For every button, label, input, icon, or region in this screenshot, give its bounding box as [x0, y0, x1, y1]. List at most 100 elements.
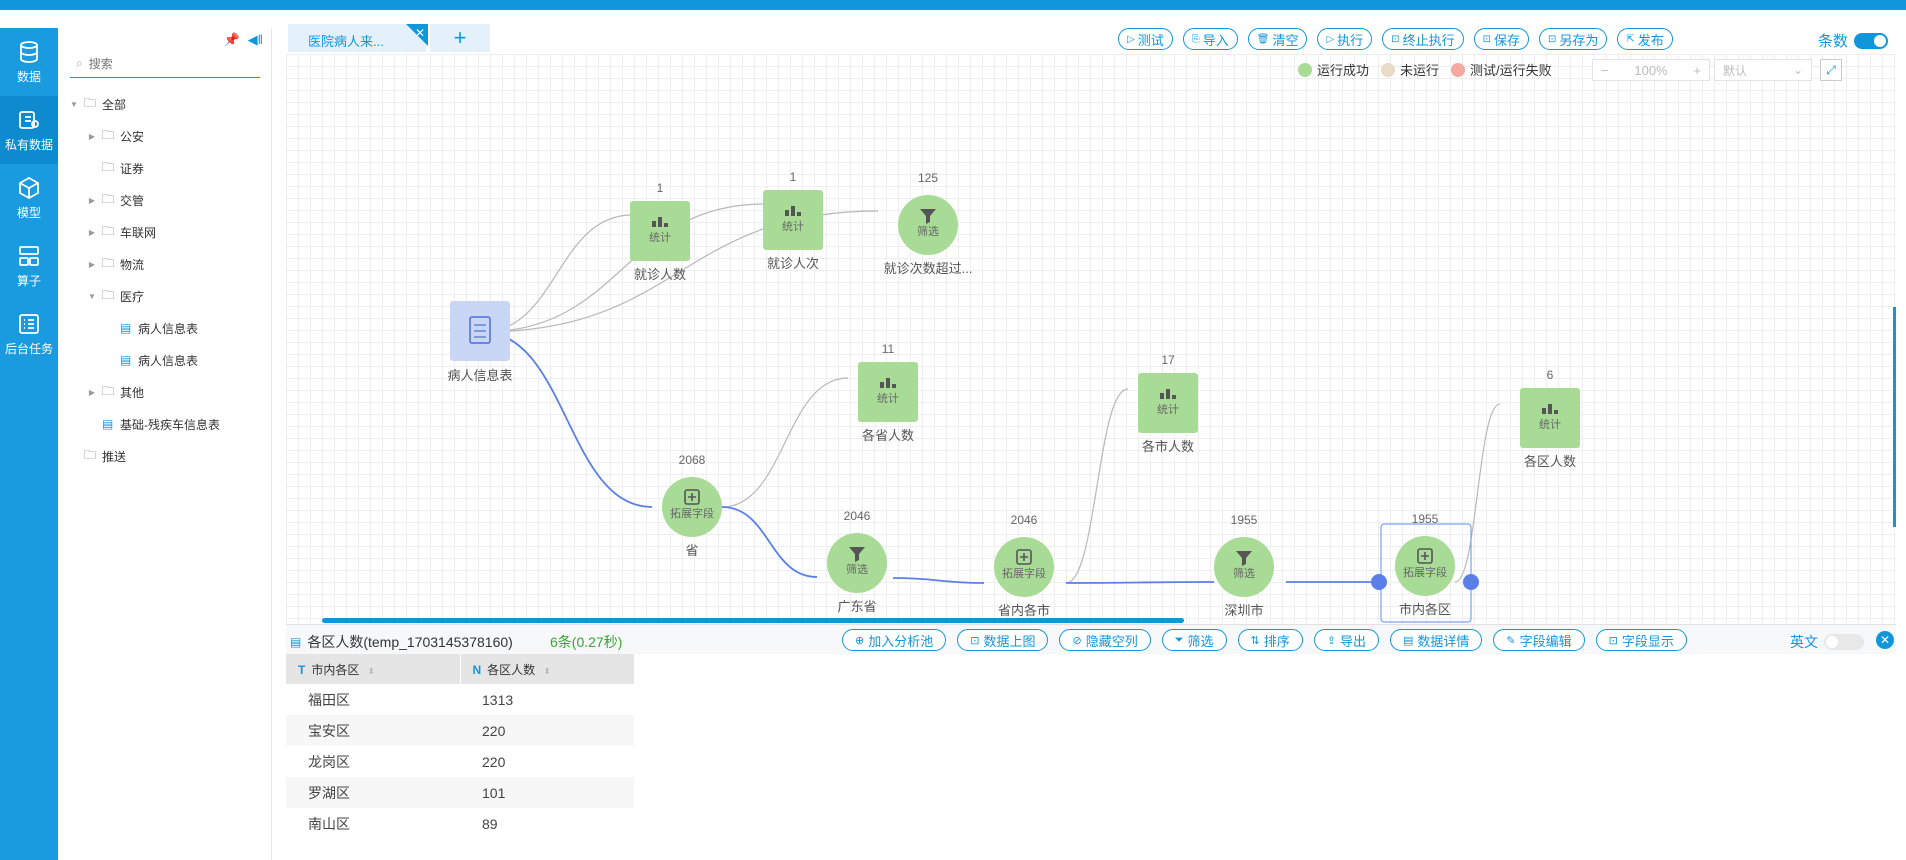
tree-item[interactable]: ▶🗀公安: [58, 120, 272, 152]
pin-icon[interactable]: 📌: [223, 32, 240, 47]
tree-item[interactable]: ▼🗀全部: [58, 88, 272, 120]
tree-item[interactable]: 🗀推送: [58, 440, 272, 472]
caret-down-icon[interactable]: ▼: [88, 291, 96, 301]
tab-hospital-flow[interactable]: 医院病人来... ✕: [288, 24, 428, 52]
stat-node-box[interactable]: [630, 201, 690, 261]
output-port[interactable]: [1463, 574, 1479, 590]
tree-item[interactable]: ▶🗀其他: [58, 376, 272, 408]
count-toggle[interactable]: 条数: [1818, 30, 1889, 51]
flow-node-filter[interactable]: 筛选125就诊次数超过...: [884, 171, 973, 276]
rail-item-private-data[interactable]: 私有数据: [0, 96, 58, 164]
tree-item[interactable]: 🗀证券: [58, 152, 272, 184]
rail-item-tasks[interactable]: 后台任务: [0, 300, 58, 368]
input-port[interactable]: [1371, 574, 1387, 590]
caret-down-icon[interactable]: ▼: [70, 99, 78, 109]
node-label: 省: [685, 543, 698, 558]
data-to-map-button[interactable]: ⊡数据上图: [957, 629, 1049, 651]
export-button[interactable]: ⇪导出: [1313, 629, 1379, 651]
stat-node-box[interactable]: [1138, 373, 1198, 433]
stat-node-box[interactable]: [763, 190, 823, 250]
tree-item[interactable]: ▶🗀物流: [58, 248, 272, 280]
table-cell: 101: [460, 777, 634, 808]
sort-icon[interactable]: ⬍: [543, 665, 551, 676]
button-label: 数据上图: [983, 633, 1036, 649]
filter-node-circle[interactable]: [898, 195, 958, 255]
field-edit-button[interactable]: ✎字段编辑: [1493, 629, 1585, 651]
zoom-out-button[interactable]: −: [1601, 62, 1609, 78]
tree-item[interactable]: ▶🗀交管: [58, 184, 272, 216]
publish-button[interactable]: ⇱发布: [1617, 28, 1673, 50]
field-display-icon: ⊡: [1608, 634, 1618, 647]
collapse-panel-icon[interactable]: ◀‖: [247, 32, 263, 47]
hide-empty-columns-button[interactable]: ⊘隐藏空列: [1059, 629, 1151, 651]
field-display-button[interactable]: ⊡字段显示: [1595, 629, 1687, 651]
add-field-icon: [1417, 548, 1433, 564]
count-switch[interactable]: [1854, 32, 1889, 49]
caret-right-icon[interactable]: ▶: [88, 131, 96, 141]
vertical-scrollbar[interactable]: [1893, 307, 1896, 527]
layout-select[interactable]: 默认 ⌄: [1714, 59, 1812, 81]
clear-button[interactable]: 🗑清空: [1247, 28, 1308, 50]
source-node[interactable]: 病人信息表: [447, 301, 513, 383]
run-button[interactable]: ▷执行: [1317, 28, 1373, 50]
stat-node-box[interactable]: [858, 362, 918, 422]
close-result-icon[interactable]: ✕: [1876, 631, 1894, 649]
sort-icon[interactable]: ⬍: [367, 665, 375, 676]
node-count: 125: [918, 171, 938, 185]
fit-view-icon[interactable]: ⤢: [1820, 59, 1842, 81]
tab-close-icon[interactable]: ✕: [406, 24, 428, 46]
caret-right-icon[interactable]: ▶: [88, 259, 96, 269]
add-tab-button[interactable]: +: [430, 24, 490, 52]
import-button[interactable]: ⎘导入: [1182, 28, 1238, 50]
tree-search-input[interactable]: [88, 56, 249, 71]
english-switch[interactable]: [1824, 634, 1864, 650]
filter-node-circle[interactable]: [1214, 537, 1274, 597]
tree-item[interactable]: ▼🗀医疗: [58, 280, 272, 312]
sort-button[interactable]: ⇅排序: [1237, 629, 1303, 651]
expand-node-circle[interactable]: [1395, 536, 1455, 596]
caret-right-icon[interactable]: ▶: [88, 195, 96, 205]
caret-right-icon[interactable]: ▶: [88, 227, 96, 237]
expand-node-circle[interactable]: [994, 537, 1054, 597]
tree-item[interactable]: ▤病人信息表: [58, 312, 272, 344]
tree-item[interactable]: ▤基础-残疾车信息表: [58, 408, 272, 440]
tree-item[interactable]: ▤病人信息表: [58, 344, 272, 376]
tree-item[interactable]: ▶🗀车联网: [58, 216, 272, 248]
english-toggle[interactable]: 英文: [1790, 632, 1864, 652]
stat-node-box[interactable]: [1520, 388, 1580, 448]
rail-item-data[interactable]: 数据: [0, 28, 58, 96]
bar-chart-icon-bar: [791, 206, 795, 216]
rail-item-operator[interactable]: 算子: [0, 232, 58, 300]
expand-node-circle[interactable]: [662, 477, 722, 537]
caret-right-icon[interactable]: ▶: [88, 387, 96, 397]
add-to-pool-button[interactable]: ⊕加入分析池: [842, 629, 947, 651]
data-details-button[interactable]: ▤数据详情: [1390, 629, 1483, 651]
rail-item-model[interactable]: 模型: [0, 164, 58, 232]
zoom-in-button[interactable]: +: [1693, 62, 1701, 78]
save-button[interactable]: ⊡保存: [1473, 28, 1529, 50]
test-button[interactable]: ▷测试: [1118, 28, 1173, 50]
stop-run-button[interactable]: ⊡终止执行: [1382, 28, 1464, 50]
save-as-button[interactable]: ⊡另存为: [1538, 28, 1608, 50]
filter-button[interactable]: ⏷筛选: [1161, 629, 1227, 651]
horizontal-scrollbar[interactable]: [322, 618, 1184, 623]
filter-node-circle[interactable]: [827, 533, 887, 593]
